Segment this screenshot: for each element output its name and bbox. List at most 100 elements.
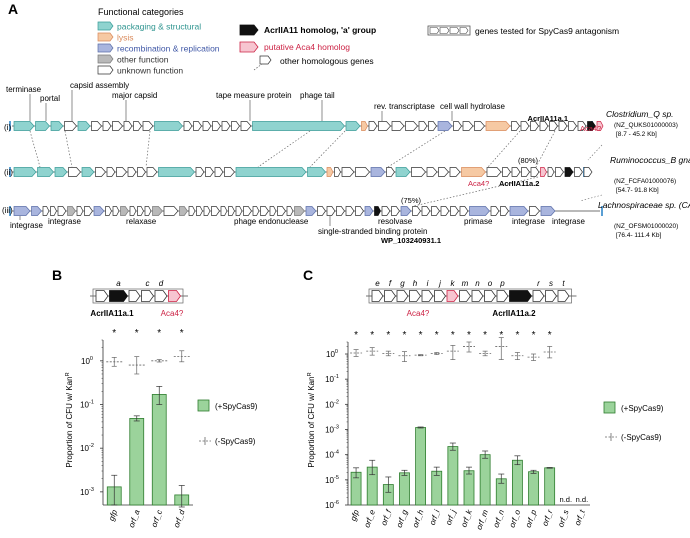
row-iii-gene <box>220 206 228 216</box>
homology-connector <box>535 130 556 168</box>
y-tick-label: 100 <box>326 349 338 359</box>
row-iii-annotation: Lachnospiraceae sp. (CAG-65) (NZ_OFSM010… <box>598 200 690 239</box>
row-ii-aca-label: Aca4? <box>468 179 489 188</box>
operon-gene <box>459 290 471 302</box>
row-ii-gene <box>486 167 502 177</box>
legend-aca-homolog: putative Aca4 homolog <box>264 42 350 52</box>
gene-label-top: phage tail <box>300 91 335 100</box>
row-ii-gene <box>37 167 54 177</box>
row-i-gene <box>530 121 539 131</box>
row-iii-gene <box>152 206 163 216</box>
operon-letter: i <box>427 279 429 288</box>
row-iii-organism: Lachnospiraceae sp. (CAG-65) <box>598 200 690 210</box>
x-tick-label: orf_i <box>428 508 442 526</box>
legend-swatch-1 <box>97 32 114 42</box>
row-i-gene <box>154 121 183 131</box>
row-i-start-marker <box>9 121 11 131</box>
tested-genes-swatch <box>427 25 471 36</box>
significance-star: * <box>467 330 471 341</box>
row-i-gene <box>462 121 474 131</box>
x-tick-label: orf_o <box>508 508 523 529</box>
operon-letter: e <box>375 279 380 288</box>
legend-label-4: unknown function <box>117 66 183 76</box>
row-iii-gene <box>364 206 374 216</box>
operon-gene <box>545 290 557 302</box>
operon-gene <box>557 290 570 302</box>
operon-gene <box>396 290 409 302</box>
row-ii-gene <box>195 167 205 177</box>
panel-b-y-axis-label: Proportion of CFU w/ KanR <box>65 372 74 467</box>
panel-c-letter: C <box>303 267 313 283</box>
operon-gene <box>384 290 396 302</box>
row-i-gene <box>345 121 361 131</box>
row-iii-gene <box>440 206 450 216</box>
row-ii-gene <box>81 167 95 177</box>
row-iii-gene <box>57 206 67 216</box>
x-tick-label: orf_t <box>573 508 587 527</box>
row-iii-gene <box>228 206 235 216</box>
row-iii-gene <box>374 206 381 216</box>
operon-gene <box>154 290 168 302</box>
legend-swatch-2 <box>97 43 114 53</box>
x-tick-label: orf_k <box>459 508 474 529</box>
row-ii-gene <box>205 167 214 177</box>
row-iii-gene <box>260 206 269 216</box>
operon-gene <box>421 290 434 302</box>
gene-label-top: rev. transcriptase <box>374 102 435 111</box>
row-ii-gene <box>224 167 235 177</box>
homologous-gene-swatch <box>259 55 272 65</box>
row-ii-gene <box>127 167 137 177</box>
operon-gene <box>141 290 154 302</box>
panel-c-legend-plus: (+SpyCas9) <box>621 404 664 413</box>
row-iii-gene <box>336 206 345 216</box>
row-ii-gene <box>583 167 593 177</box>
row-i-gene <box>511 121 520 131</box>
row-i-annotation: Clostridium_Q sp. (NZ_QUKS01000003) [8.7… <box>606 109 678 138</box>
row-i-gene <box>539 121 549 131</box>
operon-gene <box>371 290 384 302</box>
operon-letter: r <box>537 279 540 288</box>
row-ii-gene <box>137 167 146 177</box>
row-iii-accession: (NZ_OFSM01000020) <box>614 223 678 230</box>
row-ii-gene <box>547 167 555 177</box>
y-tick-label: 10-3 <box>325 425 339 435</box>
gene-label-bottom: relaxase <box>126 217 157 226</box>
row-ii-gene <box>521 167 530 177</box>
row-i-gene <box>549 121 558 131</box>
legend-middle: AcrIIA11 homolog, 'a' group putative Aca… <box>239 24 376 71</box>
row-ii-gene <box>68 167 81 177</box>
x-tick-label: orf_p <box>524 508 539 529</box>
significance-star: * <box>354 330 358 341</box>
row-i-gene <box>577 121 587 131</box>
row-i-gene <box>378 121 391 131</box>
row-ii-gene <box>530 167 540 177</box>
panel-b-legend-minus: (-SpyCas9) <box>215 437 256 446</box>
row-iii-gene <box>50 206 57 216</box>
bar-plus-spycas9 <box>151 394 167 506</box>
row-iii-gene <box>529 206 540 216</box>
row-iii-gene <box>67 206 76 216</box>
homology-connector <box>309 130 346 168</box>
row-iii-gene <box>211 206 220 216</box>
not-determined-label: n.d. <box>576 495 589 504</box>
row-ii-gene <box>555 167 564 177</box>
significance-star: * <box>548 330 552 341</box>
row-iii-gene <box>252 206 260 216</box>
homology-connector <box>145 130 151 168</box>
row-i-gene <box>202 121 212 131</box>
panel-a: A Functional categories packaging & stru… <box>2 1 690 245</box>
significance-star: * <box>451 330 455 341</box>
bar-plus-spycas9 <box>463 470 475 506</box>
y-tick-label: 10-2 <box>325 399 339 409</box>
operon-gene <box>509 290 532 302</box>
aca-homolog-swatch <box>239 41 259 53</box>
bar-plus-spycas9 <box>479 454 491 506</box>
x-tick-label: gfp <box>349 508 361 522</box>
row-i-accession: (NZ_QUKS01000003) <box>614 122 678 129</box>
y-tick-label: 10-3 <box>80 487 94 497</box>
row-iii-gene <box>203 206 211 216</box>
row-iii-gene <box>42 206 50 216</box>
row-ii-gene <box>235 167 307 177</box>
row-i <box>9 121 604 131</box>
x-tick-label: orf_g <box>395 508 410 529</box>
